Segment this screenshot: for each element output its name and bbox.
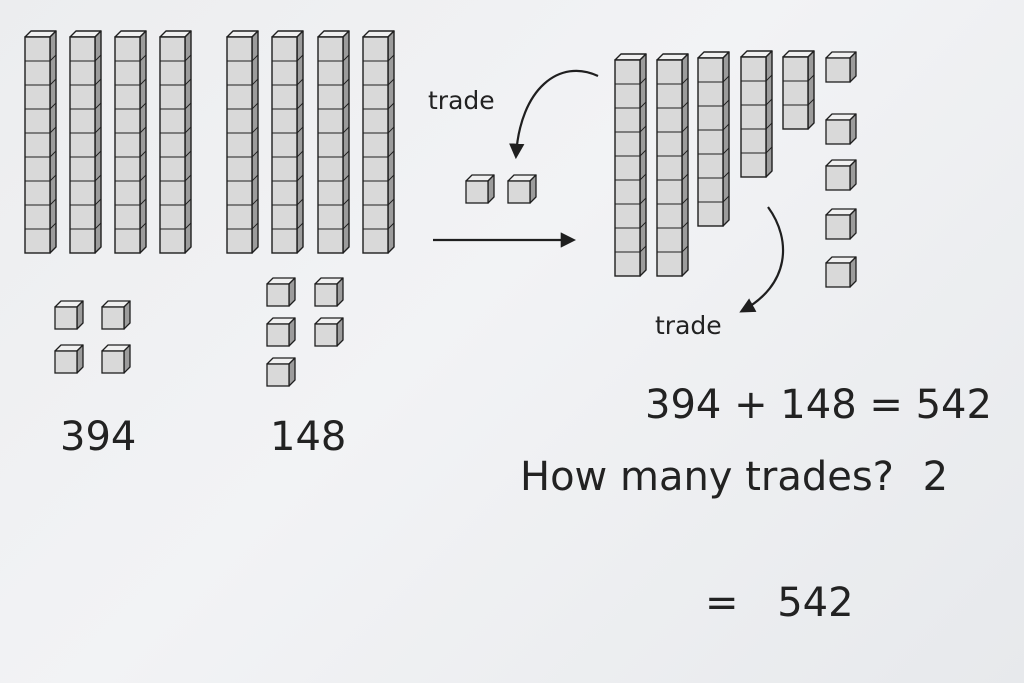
unit-cube-icon [101,344,131,374]
traded-units [465,174,537,204]
ten-rod-icon [782,50,815,130]
addend-a-blocks [24,30,395,374]
ten-rod-icon [317,30,350,254]
unit-cube-icon [825,113,857,145]
unit-cube-icon [465,174,495,204]
unit-cube-icon [101,300,131,330]
ten-rod-icon [114,30,147,254]
trade-label-bottom: trade [655,311,722,340]
unit-cube-icon [825,256,857,288]
unit-cube-icon [54,344,84,374]
unit-cube-icon [266,317,296,347]
question-text: How many trades? [520,454,894,500]
ten-rod-icon [69,30,102,254]
equals-sign: = [705,580,739,626]
unit-cube-icon [266,277,296,307]
unit-cube-icon [825,208,857,240]
question-row: How many trades? 2 [520,454,948,500]
question-answer: 2 [922,454,949,500]
result-row: = 542 [705,580,854,626]
ten-rod-icon [271,30,304,254]
addend-a-label: 394 [60,414,137,460]
addend-b-label: 148 [270,414,347,460]
curved-arrow-icon [509,69,599,160]
ten-rod-icon [740,50,773,178]
result-value: 542 [777,580,854,626]
sum-blocks [614,50,857,288]
ten-rod-icon [656,53,689,277]
unit-cube-icon [266,357,296,387]
unit-cube-icon [825,159,857,191]
unit-cube-icon [314,277,344,307]
ten-rod-icon [697,51,730,227]
ten-rod-icon [362,30,395,254]
trade-label-top: trade [428,86,495,115]
ten-rod-icon [159,30,192,254]
ten-rod-icon [614,53,647,277]
ten-rod-icon [24,30,57,254]
arrows [433,69,785,313]
curved-arrow-icon [739,206,785,313]
ten-rod-icon [226,30,259,254]
unit-cube-icon [314,317,344,347]
unit-cube-icon [825,51,857,83]
unit-cube-icon [507,174,537,204]
unit-cube-icon [54,300,84,330]
equation-text: 394 + 148 = 542 [645,382,992,428]
addend-b-blocks [266,277,344,387]
